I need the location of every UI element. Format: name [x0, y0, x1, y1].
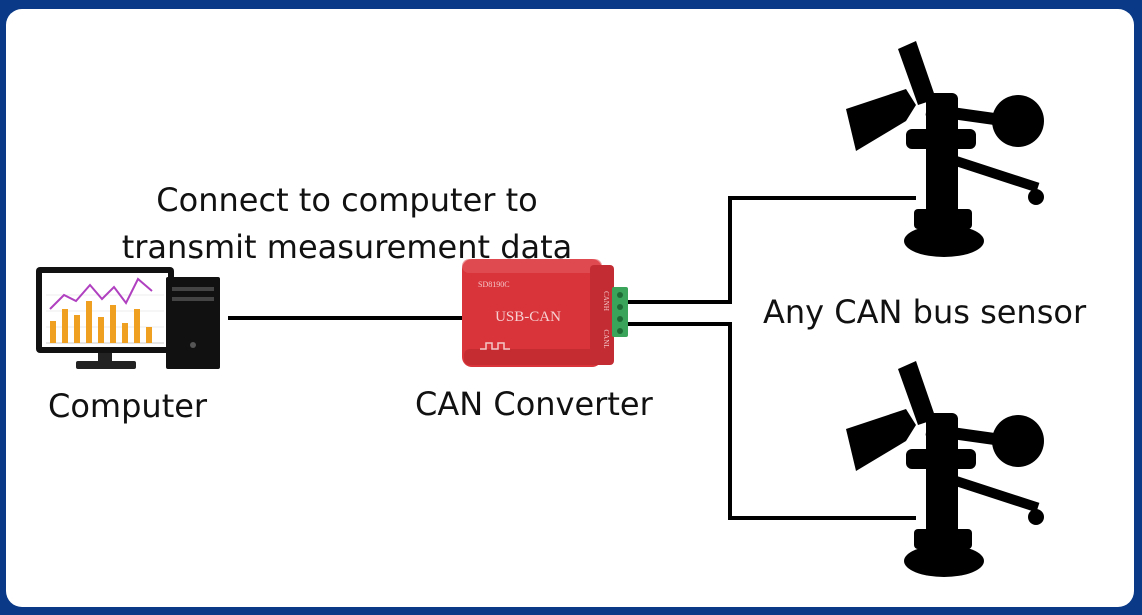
- device-model-text: SD8190C: [478, 280, 510, 289]
- connection-caption: Connect to computer to transmit measurem…: [92, 177, 602, 271]
- converter-to-sensor-bottom-wire: [626, 322, 916, 520]
- port-bottom-text: CANL: [602, 329, 610, 348]
- device-title-text: USB-CAN: [495, 309, 561, 325]
- sensor-label: Any CAN bus sensor: [763, 293, 1087, 331]
- anemometer-sensor-icon: [846, 361, 1044, 577]
- diagram-frame: SD8190C USB-CAN CANH CANL Connect to com…: [6, 9, 1134, 607]
- diagram-canvas: SD8190C USB-CAN CANH CANL: [36, 41, 1044, 577]
- caption-line-2: transmit measurement data: [121, 228, 573, 266]
- computer-label: Computer: [48, 387, 208, 425]
- converter-label: CAN Converter: [415, 385, 653, 423]
- usb-can-converter-icon: [462, 259, 628, 367]
- desktop-computer-icon: [36, 267, 220, 369]
- caption-line-1: Connect to computer to: [156, 181, 538, 219]
- converter-to-sensor-top-wire: [626, 196, 916, 304]
- port-top-text: CANH: [602, 291, 610, 311]
- screen-chart: [46, 277, 164, 344]
- connection-wires: [228, 196, 916, 520]
- anemometer-sensor-icon: [846, 41, 1044, 257]
